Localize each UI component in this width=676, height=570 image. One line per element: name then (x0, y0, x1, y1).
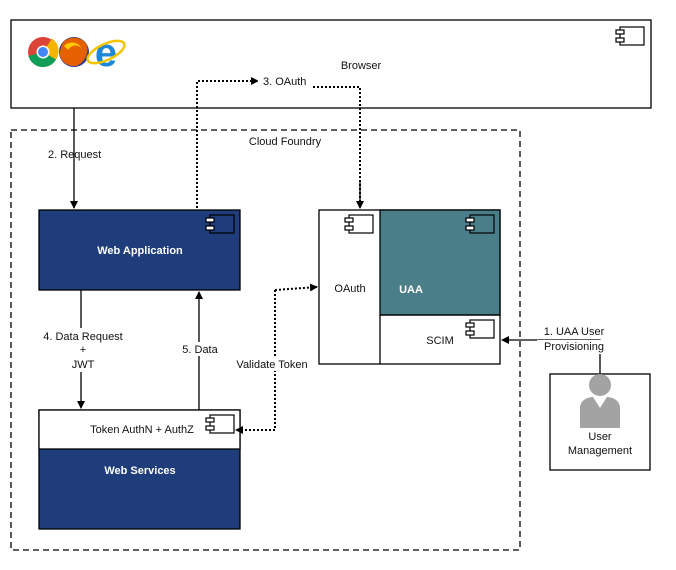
scim-label: SCIM (426, 335, 454, 347)
user-silhouette-icon (580, 374, 620, 428)
browser-label: Browser (341, 60, 382, 72)
validate-token-label: Validate Token (236, 359, 307, 371)
provisioning-label-line2: Provisioning (544, 341, 604, 353)
management-label: Management (568, 445, 632, 457)
validate-token-to-ws (235, 290, 276, 434)
firefox-logo-icon (59, 37, 89, 67)
web-application-label: Web Application (97, 245, 183, 257)
web-application-box: Web Application (38, 209, 241, 291)
svg-text:e: e (95, 31, 117, 75)
uaa-label: UAA (399, 284, 423, 296)
user-management-box: User Management (549, 373, 651, 471)
data-label: 5. Data (182, 344, 218, 356)
data-request-plus-label: + (80, 344, 86, 356)
browser-logos: e (28, 31, 126, 75)
ie-logo-icon: e (86, 31, 126, 75)
browser-box: e Browser (10, 19, 652, 109)
provisioning-label-line1: 1. UAA User (544, 326, 605, 338)
chrome-logo-icon (28, 37, 59, 68)
uaa-box: OAuth UAA SCIM (318, 209, 501, 365)
oauth-flow-label: 3. OAuth (263, 76, 306, 88)
token-authn-authz-label: Token AuthN + AuthZ (90, 424, 194, 436)
web-services-box: Token AuthN + AuthZ Web Services (38, 409, 241, 530)
data-request-jwt-label: JWT (72, 359, 95, 371)
user-label: User (588, 431, 612, 443)
request-label: 2. Request (48, 149, 101, 161)
data-request-label: 4. Data Request (43, 331, 123, 343)
web-services-label: Web Services (104, 465, 175, 477)
oauth-label: OAuth (334, 283, 365, 295)
cloud-foundry-boundary: Cloud Foundry (10, 129, 521, 551)
flow-labels: 2. Request 3. OAuth 4. Data Request + JW… (38, 74, 611, 372)
validate-token-to-uaa (274, 283, 318, 292)
cloud-foundry-label: Cloud Foundry (249, 136, 322, 148)
